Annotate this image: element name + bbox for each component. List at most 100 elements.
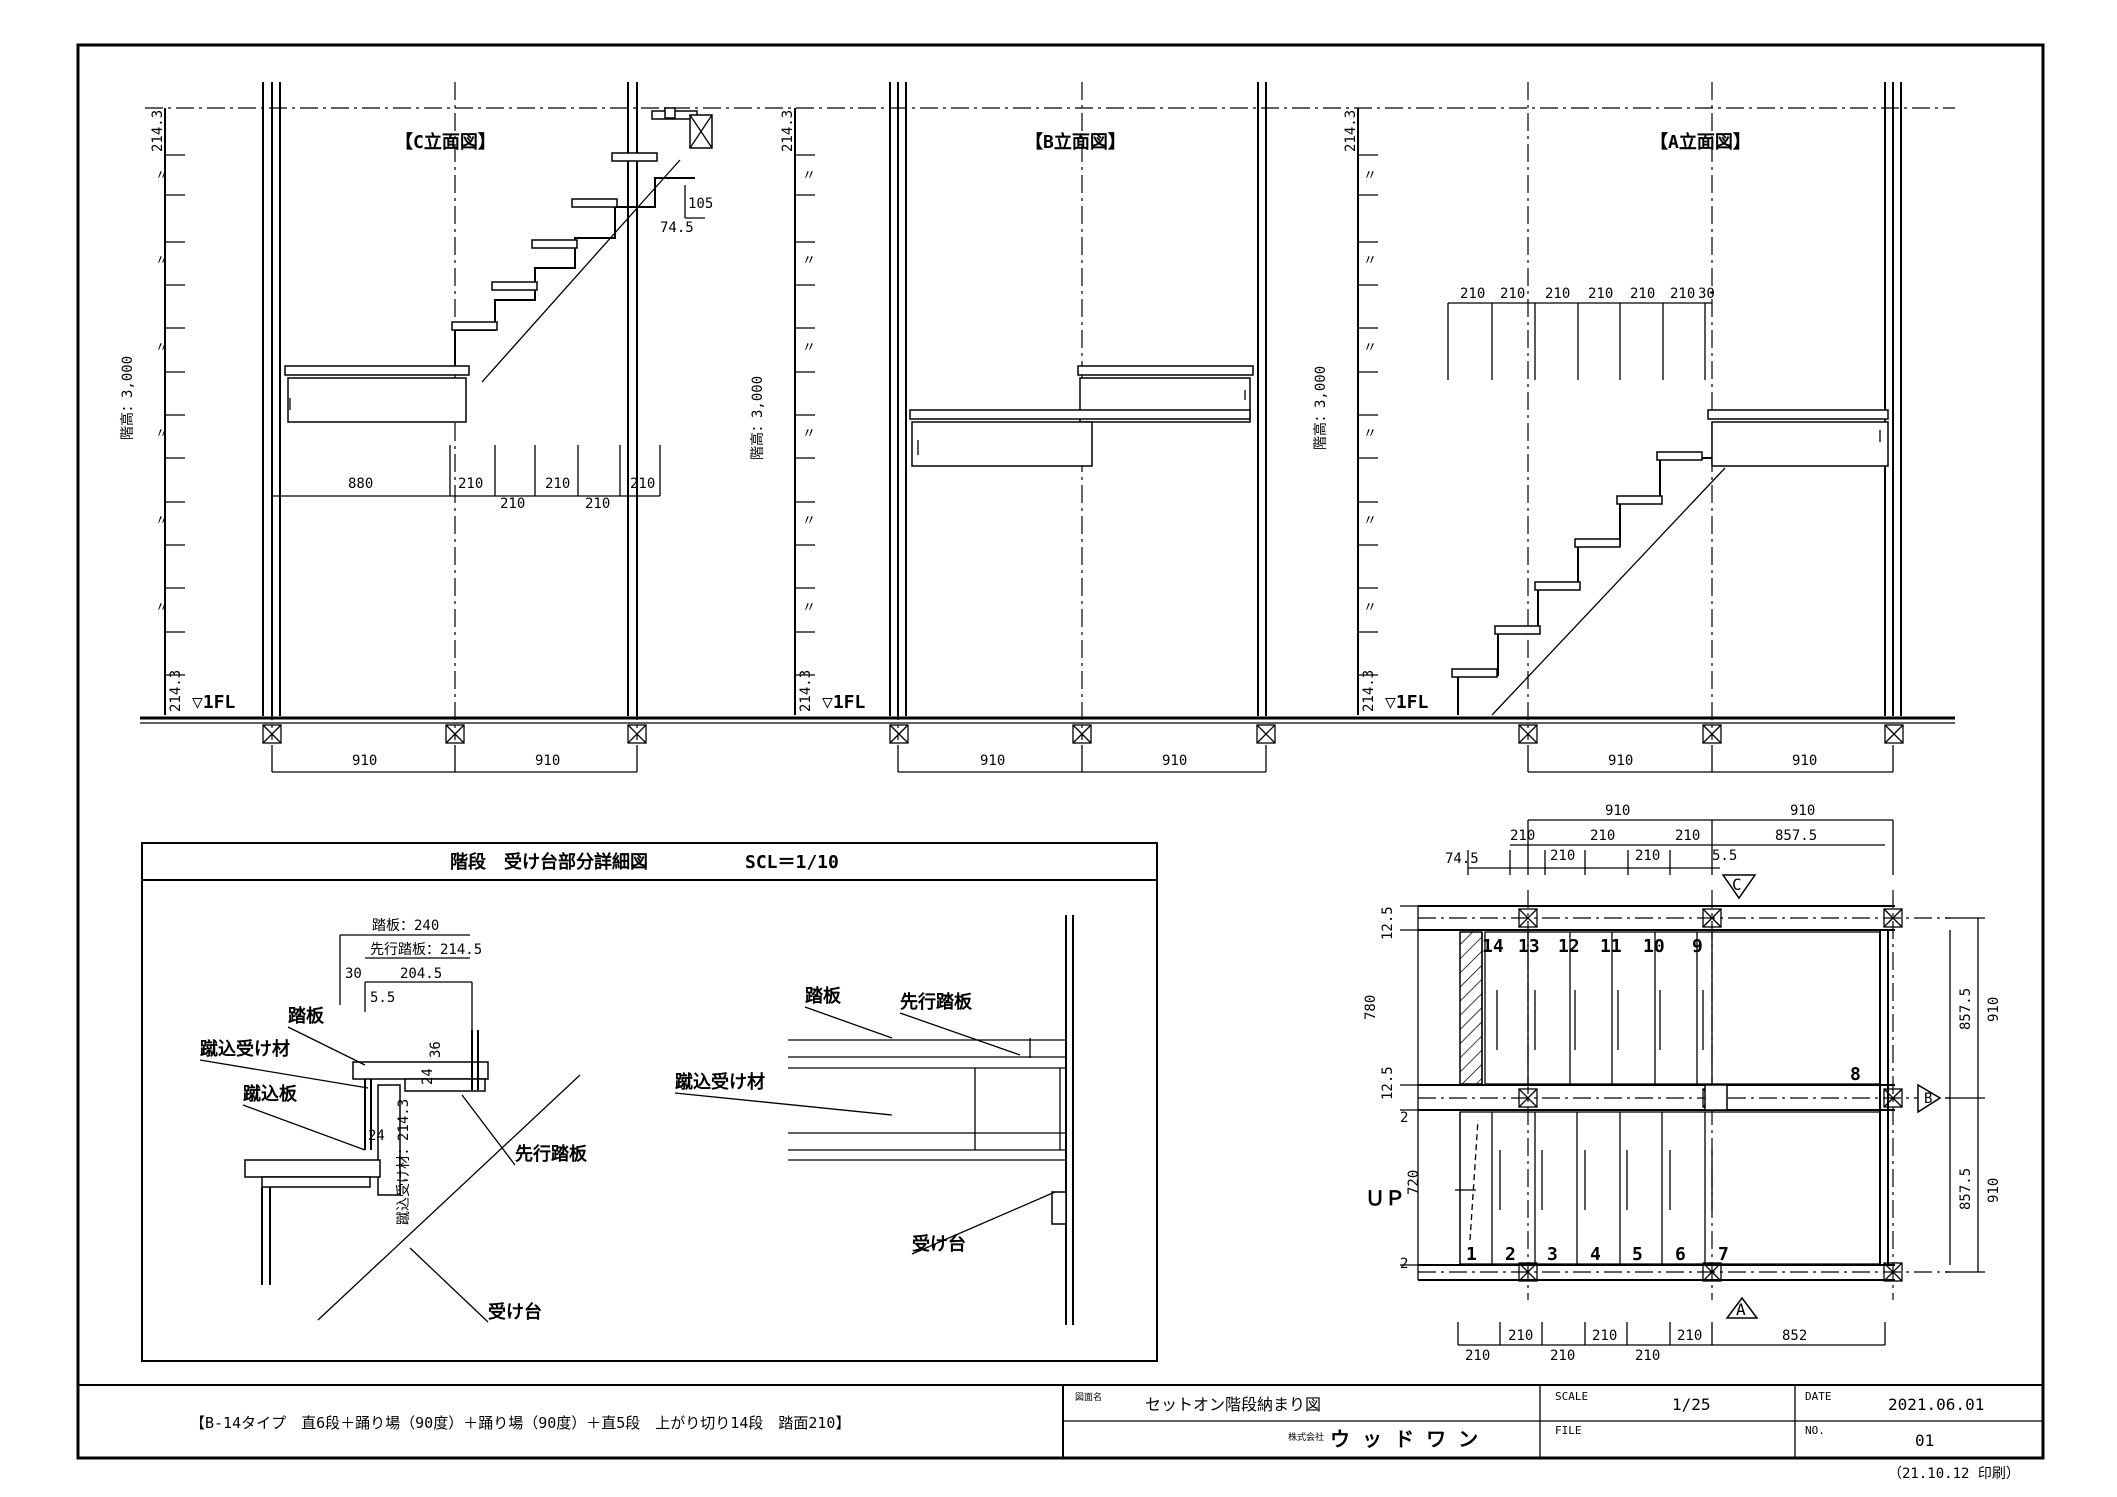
detail-d24a: 24	[420, 1068, 436, 1085]
detail-d55: 5.5	[370, 990, 395, 1006]
plan-view: 910 910 210 210 210 857.5 74.5 210 210 5…	[1363, 803, 2002, 1364]
detail-d36: 36	[428, 1041, 444, 1058]
b-title: 【B立面図】	[1025, 131, 1126, 153]
b-top-dim: 214.3	[780, 110, 796, 152]
ditto-mark: 〃	[802, 253, 816, 269]
post-markers	[262, 724, 1904, 773]
step-number: 4	[1590, 1244, 1601, 1265]
detail-tread-240: 踏板：240	[372, 918, 439, 934]
c-dim-745: 74.5	[660, 220, 694, 236]
detail-scale: SCL＝1/10	[745, 852, 839, 873]
sheet-border	[76, 43, 2045, 1460]
drawing-name: セットオン階段納まり図	[1145, 1395, 1321, 1414]
bottom-dim: 910	[535, 753, 560, 769]
c-fl-label: ▽1FL	[192, 692, 236, 713]
a-dim: 210	[1545, 286, 1570, 302]
plan-dim-210c: 210	[1675, 828, 1700, 844]
c-dim-105: 105	[688, 196, 713, 212]
plan-marker-b: B	[1924, 1091, 1932, 1107]
plan-dim-910a: 910	[1986, 997, 2002, 1022]
a-dim: 210	[1500, 286, 1525, 302]
detail-label-lead-tread: 先行踏板	[515, 1143, 588, 1165]
c-title: 【C立面図】	[395, 131, 496, 153]
step-number: 8	[1850, 1064, 1861, 1085]
ditto-mark: 〃	[155, 600, 169, 616]
detail-label-tread-right: 踏板	[805, 985, 842, 1007]
b-height-label: 階高：3,000	[749, 376, 766, 460]
a-top-dim: 214.3	[1343, 110, 1359, 152]
step-number: 13	[1518, 936, 1540, 957]
a-title: 【A立面図】	[1650, 131, 1751, 153]
ditto-mark: 〃	[1363, 340, 1377, 356]
c-dim-210: 210	[585, 496, 610, 512]
step-number: 12	[1558, 936, 1580, 957]
detail-d24b: 24	[368, 1128, 385, 1144]
plan-dim-745: 74.5	[1445, 851, 1479, 867]
ditto-mark: 〃	[1363, 253, 1377, 269]
plan-dim-910a: 910	[1605, 803, 1630, 819]
scale-value: 1/25	[1672, 1395, 1711, 1414]
step-number: 10	[1643, 936, 1665, 957]
ditto-mark: 〃	[1363, 426, 1377, 442]
c-height-label: 階高：3,000	[119, 356, 136, 440]
plan-dim-720: 720	[1406, 1170, 1422, 1195]
ditto-mark: 〃	[155, 168, 169, 184]
detail-title: 階段 受け台部分詳細図	[450, 851, 648, 873]
plan-dim-8575: 857.5	[1775, 828, 1817, 844]
scale-label: SCALE	[1555, 1390, 1588, 1403]
ditto-mark: 〃	[802, 426, 816, 442]
plan-dim-8575a: 857.5	[1958, 988, 1974, 1030]
plan-marker-a: A	[1736, 1300, 1746, 1319]
step-number: 7	[1718, 1244, 1729, 1265]
detail-d2045: 204.5	[400, 966, 442, 982]
detail-d30: 30	[345, 966, 362, 982]
b-bottom-dim: 214.3	[798, 670, 814, 712]
detail-label-riser-support: 蹴込受け材	[200, 1038, 290, 1060]
plan-marker-c: C	[1732, 875, 1742, 894]
detail-label-riser: 蹴込板	[243, 1083, 298, 1105]
date-label: DATE	[1805, 1390, 1832, 1403]
plan-dim-55: 5.5	[1712, 848, 1737, 864]
plan-dim-210a: 210	[1510, 828, 1535, 844]
step-number: 5	[1632, 1244, 1643, 1265]
elevation-a: 214.3 214.3 階高：3,000 〃 〃 〃 〃 〃 〃 ▽1FL 【A…	[1312, 82, 1902, 740]
plan-dim-8575b: 857.5	[1958, 1168, 1974, 1210]
c-dim-210: 210	[630, 476, 655, 492]
c-dim-210: 210	[545, 476, 570, 492]
ditto-mark: 〃	[155, 253, 169, 269]
detail-label-tread: 踏板	[288, 1005, 325, 1027]
ditto-mark: 〃	[1363, 513, 1377, 529]
plan-dim-210e: 210	[1635, 848, 1660, 864]
ditto-mark: 〃	[1363, 600, 1377, 616]
title-description: 【B-14タイプ 直6段＋踊り場（90度）＋踊り場（90度）＋直5段 上がり切り…	[190, 1414, 850, 1432]
plan-dim-210b: 210	[1590, 828, 1615, 844]
c-top-dim: 214.3	[150, 110, 166, 152]
detail-label-riser-support-right: 蹴込受け材	[675, 1071, 765, 1093]
ditto-mark: 〃	[802, 600, 816, 616]
elevation-c: 214.3 214.3 階高：3,000 〃 〃 〃 〃 〃 〃 ▽1FL 【C…	[119, 82, 713, 740]
detail-panel: 階段 受け台部分詳細図 SCL＝1/10 踏板：240 先行踏板：214.5 3…	[141, 842, 1158, 1362]
plan-dim-910b: 910	[1986, 1178, 2002, 1203]
ditto-mark: 〃	[1363, 168, 1377, 184]
a-dim: 210	[1670, 286, 1695, 302]
ditto-mark: 〃	[155, 426, 169, 442]
file-label: FILE	[1555, 1424, 1582, 1437]
ditto-mark: 〃	[802, 168, 816, 184]
date-value: 2021.06.01	[1888, 1395, 1984, 1414]
c-bottom-dim: 214.3	[168, 670, 184, 712]
b-fl-label: ▽1FL	[822, 692, 866, 713]
a-fl-label: ▽1FL	[1385, 692, 1429, 713]
detail-riser-support-dim: 蹴込受け材：214.3	[396, 1099, 412, 1225]
detail-label-support: 受け台	[488, 1301, 542, 1323]
c-dim-210: 210	[500, 496, 525, 512]
plan-bottom-dim: 210	[1508, 1328, 1533, 1344]
ditto-mark: 〃	[802, 513, 816, 529]
detail-label-support-right: 受け台	[912, 1233, 966, 1255]
detail-label-lead-tread-right: 先行踏板	[900, 991, 973, 1013]
c-dim-880: 880	[348, 476, 373, 492]
print-date: （21.10.12 印刷）	[1888, 1466, 2020, 1482]
a-dim: 210	[1588, 286, 1613, 302]
a-dim: 210	[1630, 286, 1655, 302]
plan-dim-125a: 12.5	[1380, 906, 1396, 940]
